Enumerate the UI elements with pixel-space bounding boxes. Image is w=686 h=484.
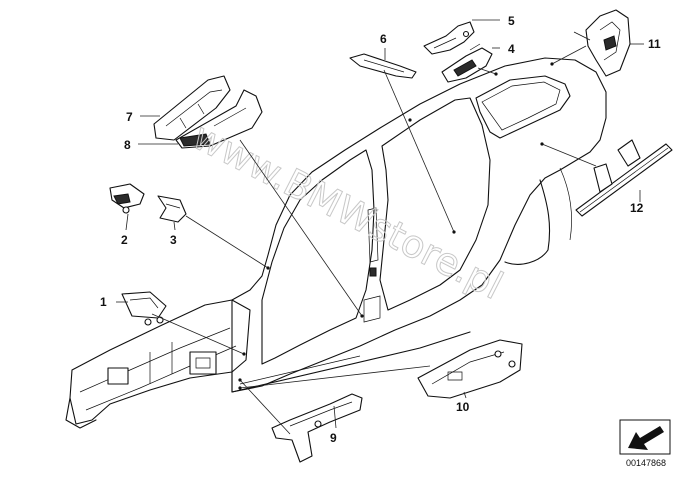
callout-8: 8 [124, 138, 131, 152]
callout-7: 7 [126, 110, 133, 124]
part-9-lower-panel [271, 393, 363, 463]
part-5-bracket [423, 21, 475, 55]
part-11-wheelhouse-panel [573, 9, 631, 77]
part-10-floor-panel [417, 339, 523, 399]
part-2-reinforcement [109, 183, 145, 214]
leader-lines [116, 19, 644, 435]
part-1-bracket [121, 291, 167, 326]
callout-1: 1 [100, 295, 107, 309]
reference-code: 00147868 [626, 458, 667, 468]
part-3-gusset [157, 195, 187, 223]
callout-3: 3 [170, 233, 177, 247]
callout-5: 5 [508, 14, 515, 28]
callout-12: 12 [630, 201, 644, 215]
callout-11: 11 [648, 37, 661, 51]
callout-4: 4 [508, 42, 515, 56]
part-4-bracket [441, 43, 493, 83]
callout-2: 2 [121, 233, 128, 247]
callout-10: 10 [456, 400, 470, 414]
callout-6: 6 [380, 32, 387, 46]
orientation-arrow-icon [619, 419, 671, 455]
callout-9: 9 [330, 431, 337, 445]
watermark-text: www.BMWstore.pl [186, 114, 510, 308]
part-12-rail [575, 139, 673, 217]
part-7-panel [153, 75, 231, 141]
front-rail-structure [65, 299, 251, 429]
callout-labels: 1 2 3 4 5 6 7 8 9 10 11 12 [100, 14, 661, 445]
part-8-panel [175, 89, 263, 149]
part-6-strip [349, 53, 417, 79]
leader-dots [238, 62, 554, 390]
body-side-frame [231, 57, 607, 393]
